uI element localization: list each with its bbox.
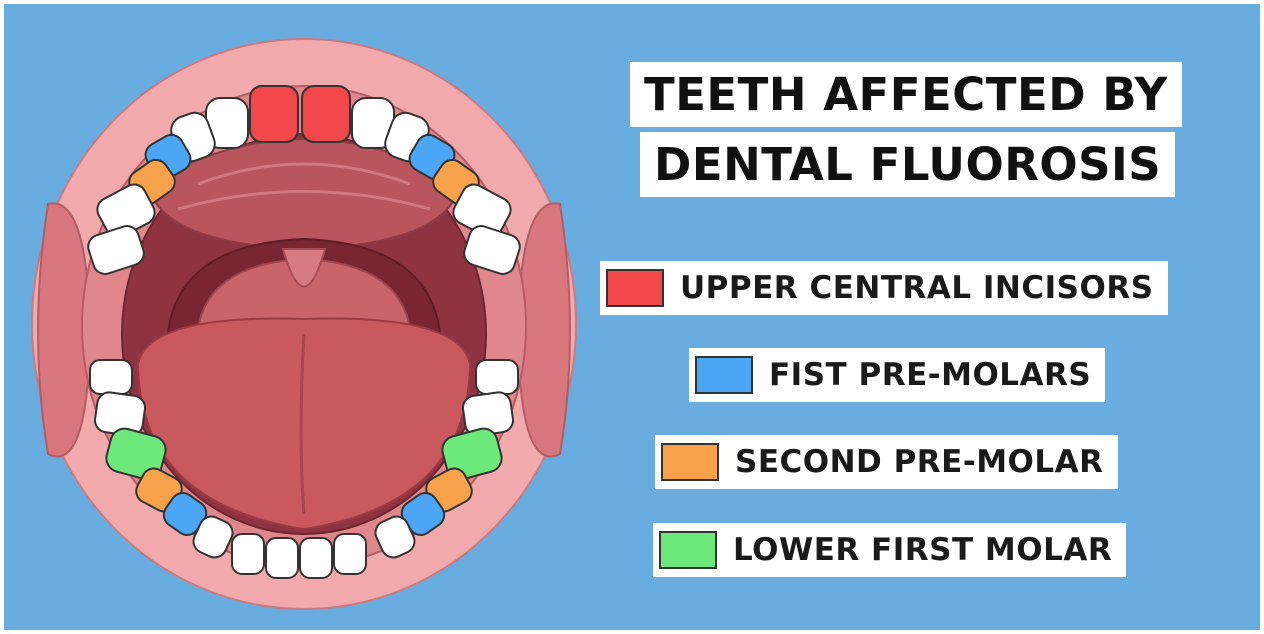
upper-central-incisor-right	[302, 86, 350, 142]
legend-label: LOWER FIRST MOLAR	[733, 532, 1112, 568]
legend-swatch	[659, 531, 717, 569]
title-line-2: DENTAL FLUOROSIS	[640, 132, 1175, 197]
title-line-1: TEETH AFFECTED BY	[630, 62, 1182, 127]
lower-molar-left-2	[90, 360, 132, 394]
legend-item-first-pre-molars: FIST PRE-MOLARS	[689, 348, 1105, 402]
lower-incisor-4	[334, 534, 366, 574]
legend-item-second-pre-molar: SECOND PRE-MOLAR	[655, 435, 1118, 489]
lower-incisor-3	[300, 538, 332, 578]
lower-molar-right-2	[476, 360, 518, 394]
legend-swatch	[661, 443, 719, 481]
legend-swatch	[606, 269, 664, 307]
lower-incisor-2	[266, 538, 298, 578]
legend-label: FIST PRE-MOLARS	[769, 357, 1091, 393]
legend-label: UPPER CENTRAL INCISORS	[680, 270, 1154, 306]
legend-label: SECOND PRE-MOLAR	[735, 444, 1104, 480]
infographic-canvas: TEETH AFFECTED BY DENTAL FLUOROSIS UPPER…	[4, 4, 1260, 630]
upper-central-incisor-left	[250, 86, 298, 142]
mouth-diagram	[28, 34, 580, 614]
lower-incisor-1	[232, 534, 264, 574]
legend-item-lower-first-molar: LOWER FIRST MOLAR	[653, 523, 1126, 577]
legend-swatch	[695, 356, 753, 394]
legend-item-upper-central-incisors: UPPER CENTRAL INCISORS	[600, 261, 1168, 315]
